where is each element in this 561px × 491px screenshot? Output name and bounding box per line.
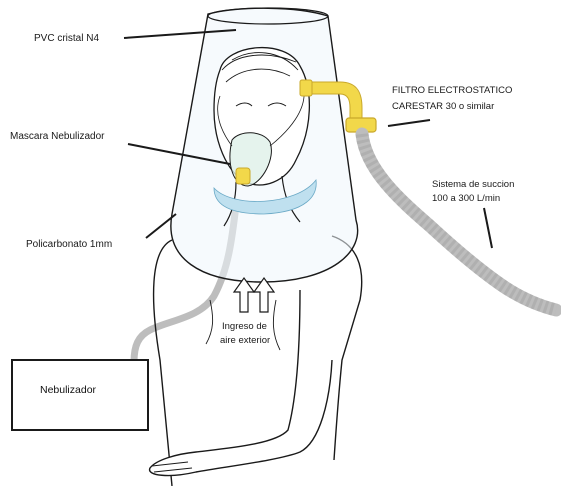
label-filtro-line2: CARESTAR 30 o similar — [392, 100, 494, 114]
label-sistema-line2: 100 a 300 L/min — [432, 192, 500, 206]
leader-filtro — [388, 120, 430, 126]
air-intake-arrows — [234, 278, 274, 312]
suction-hose-outline — [362, 134, 556, 310]
mask-nebulizer-cup — [236, 168, 250, 184]
label-mascara: Mascara Nebulizador — [10, 130, 105, 144]
suction-hose — [362, 134, 556, 310]
label-ingreso-line1: Ingreso de — [222, 320, 267, 334]
air-arrow-left — [234, 278, 254, 312]
label-policarbonato: Policarbonato 1mm — [26, 238, 112, 252]
leader-sistema — [484, 208, 492, 248]
air-arrow-right — [254, 278, 274, 312]
label-sistema-line1: Sistema de succion — [432, 178, 514, 192]
label-nebulizador: Nebulizador — [40, 384, 96, 396]
filter-connector — [300, 80, 312, 96]
label-ingreso-line2: aire exterior — [220, 334, 270, 348]
label-pvc: PVC cristal N4 — [34, 32, 99, 46]
label-filtro-line1: FILTRO ELECTROSTATICO — [392, 84, 512, 98]
